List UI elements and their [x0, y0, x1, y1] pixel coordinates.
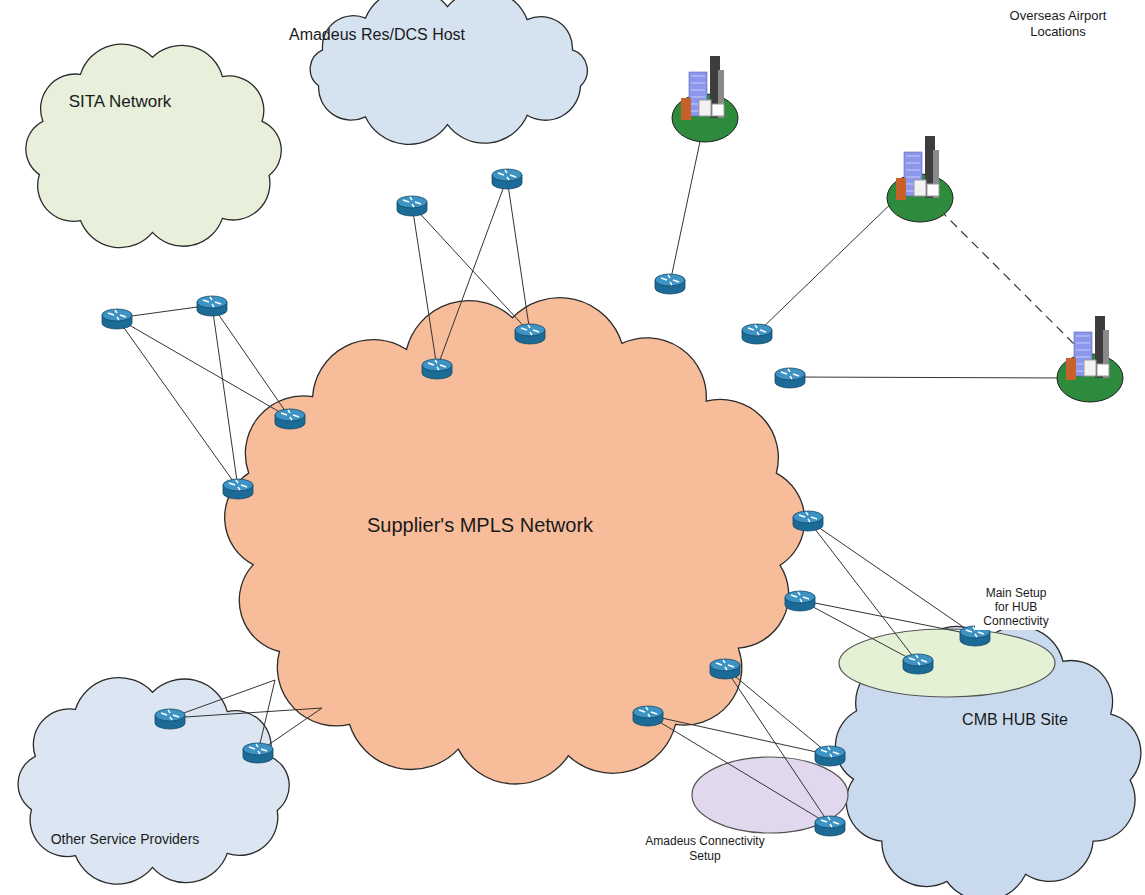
node-label: Other Service Providers [51, 831, 200, 848]
text-holder: CMB HUB Site [962, 710, 1068, 729]
text-holder: Main Setup for HUB Connectivity [975, 585, 1057, 630]
router-icon [742, 324, 772, 344]
node-outline [10, 40, 295, 255]
router-icon [775, 368, 805, 388]
router-icon [155, 709, 185, 729]
wire-line [670, 118, 705, 283]
network-cloud: SITA Network [10, 40, 295, 255]
router-icon [102, 309, 132, 329]
router-icon [710, 659, 740, 679]
wire-line [790, 377, 1068, 378]
router-icon [492, 169, 522, 189]
building-icon [672, 56, 738, 142]
router-icon [785, 591, 815, 611]
router-icon [815, 816, 845, 836]
node-outline [285, 0, 610, 140]
wire-line [117, 318, 238, 488]
wire-line [437, 178, 507, 368]
link-line [725, 668, 830, 755]
node-label: SITA Network [69, 92, 172, 112]
mpls-cloud: Supplier's MPLS Network [190, 275, 835, 810]
node-outline [0, 675, 305, 890]
router-icon [515, 324, 545, 344]
wire-line [117, 318, 290, 418]
dashed-link [940, 210, 1075, 345]
building-icon [1057, 316, 1123, 402]
building-icon [887, 136, 953, 222]
router-icon [243, 743, 273, 763]
cloud-outline [835, 626, 1140, 895]
location-label: Overseas Airport Locations [998, 8, 1118, 39]
wire-line [757, 195, 900, 333]
host-cloud: Amadeus Res/DCS Host [285, 0, 610, 140]
node-label: CMB HUB Site [962, 710, 1068, 729]
wire-line [808, 520, 975, 635]
router-icon [422, 359, 452, 379]
router-icon [793, 511, 823, 531]
text-holder: SITA Network [69, 92, 172, 112]
wire-line [648, 715, 830, 755]
router-icon [960, 626, 990, 646]
node-label: Supplier's MPLS Network [367, 513, 593, 537]
wire-line [507, 178, 530, 333]
router-icon [903, 654, 933, 674]
wire-line [258, 680, 275, 752]
wire-line [412, 205, 530, 333]
router-icon [397, 196, 427, 216]
link-line [212, 305, 290, 418]
text-holder: Overseas Airport Locations [998, 8, 1118, 40]
text-holder: Other Service Providers [51, 830, 200, 848]
node-label: Amadeus Res/DCS Host [289, 25, 465, 44]
wire-line [648, 715, 830, 825]
cloud-outline [225, 298, 805, 784]
node-label: Main Setup for HUB Connectivity [975, 585, 1057, 630]
ellipse-outline [839, 629, 1055, 697]
router-icon [655, 274, 685, 294]
router-icon [197, 296, 227, 316]
router-icon [633, 706, 663, 726]
ellipse-outline [692, 757, 848, 833]
cloud-outline [26, 44, 281, 248]
cloud-outline [310, 0, 587, 144]
link-line [412, 205, 437, 368]
wire-line [170, 708, 322, 718]
wire-line [808, 520, 918, 663]
cloud-outline [18, 678, 289, 884]
wire-line [800, 600, 975, 635]
text-holder: Amadeus Connectivity Setup [640, 834, 770, 863]
router-icon [275, 409, 305, 429]
wire-line [212, 305, 238, 488]
router-icon [223, 479, 253, 499]
node-label: Amadeus Connectivity Setup [640, 834, 770, 863]
router-icon [815, 746, 845, 766]
node-outline [190, 275, 835, 810]
link-line [800, 600, 918, 663]
text-holder: Supplier's MPLS Network [367, 513, 593, 537]
wire-line [725, 668, 830, 825]
provider-cloud: Other Service Providers [0, 675, 305, 890]
text-holder: Amadeus Res/DCS Host [289, 25, 465, 44]
